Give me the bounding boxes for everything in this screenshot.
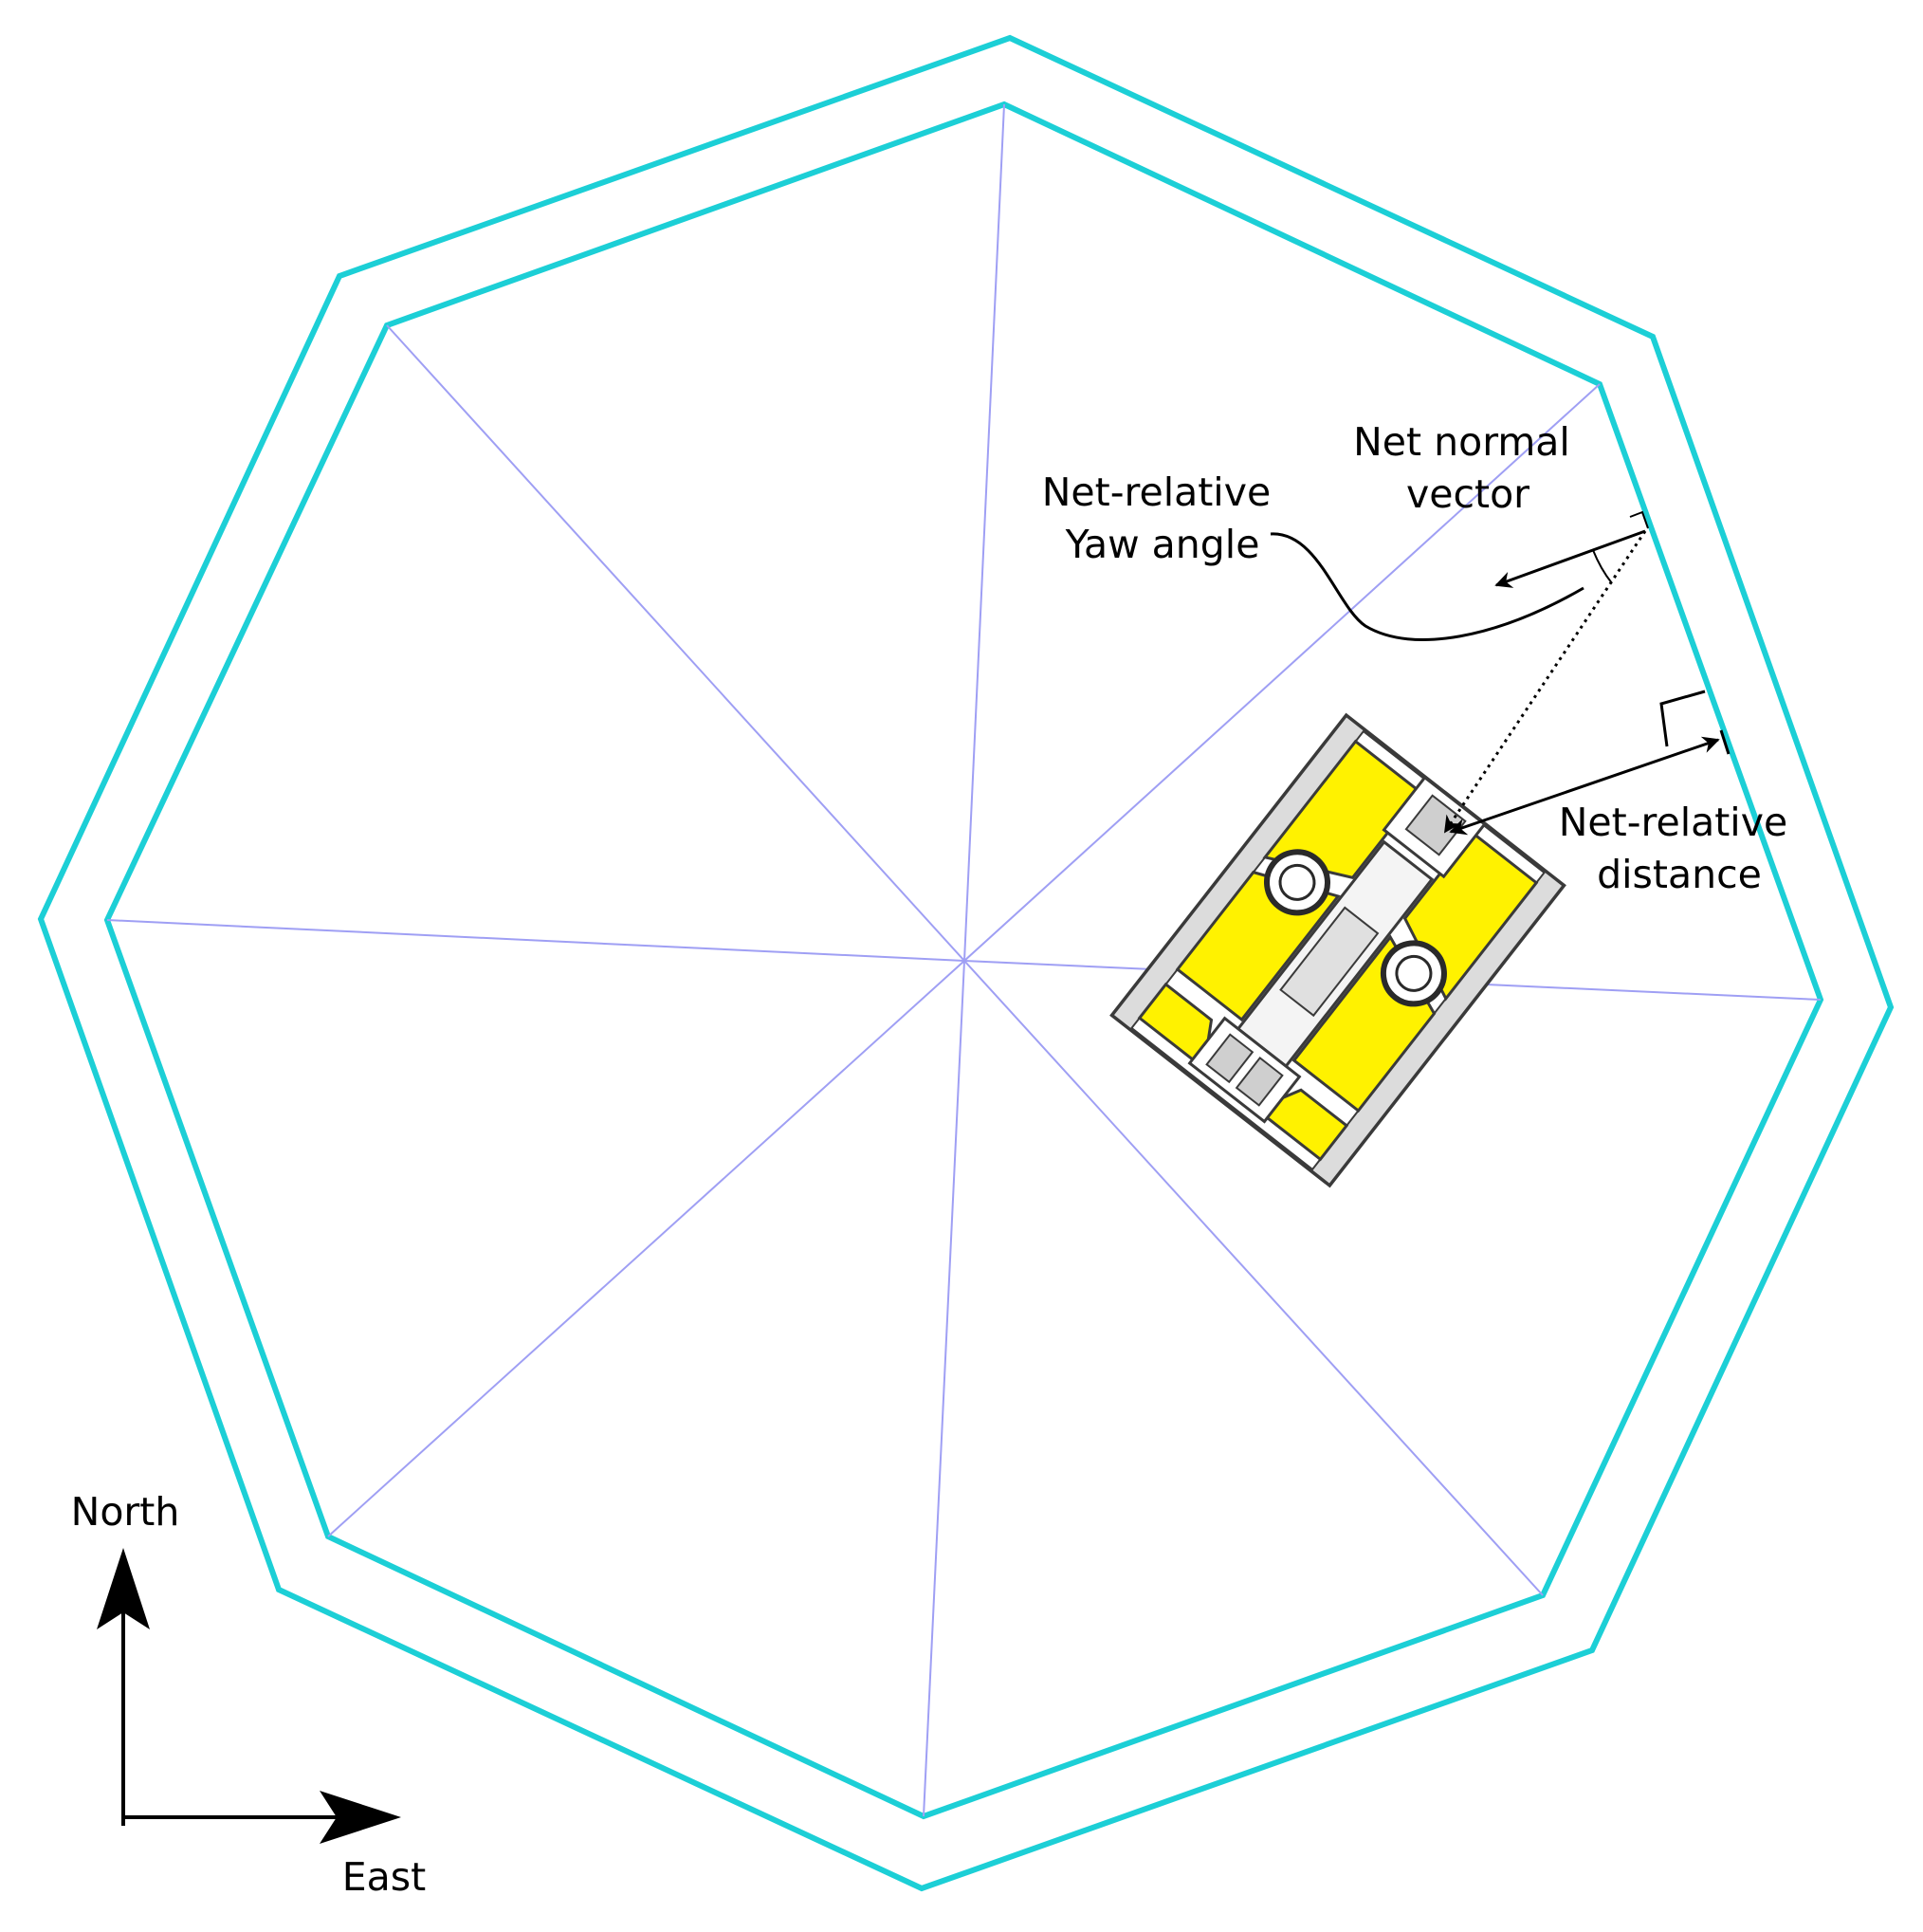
net-relative-distance-line-1: Net-relative: [1559, 800, 1787, 845]
net-relative-distance-annotation: [1449, 690, 1731, 836]
net-relative-distance-line-2: distance: [1597, 852, 1762, 897]
net-normal-vector-annotation: [1270, 510, 1649, 834]
net-relative-yaw-line-2: Yaw angle: [1065, 522, 1260, 567]
net-relative-yaw-line-1: Net-relative: [1042, 469, 1271, 515]
rov-topview-icon: [1109, 712, 1566, 1188]
compass-east-label: East: [342, 1854, 426, 1900]
outer-net-octagon: [37, 34, 1895, 1892]
compass-arrows-icon: [97, 1548, 401, 1844]
radial-lines: [106, 103, 1822, 1817]
net-relative-yaw-label: Net-relative Yaw angle: [1042, 469, 1283, 567]
north-arrowhead: [97, 1548, 150, 1629]
east-arrowhead: [320, 1791, 401, 1844]
net-relative-distance-label: Net-relative distance: [1559, 800, 1800, 897]
net-normal-vector-line-1: Net normal: [1353, 419, 1570, 465]
net-normal-vector-line-2: vector: [1406, 471, 1529, 517]
net-normal-vector-label: Net normal vector: [1353, 419, 1583, 517]
compass-north-label: North: [71, 1489, 180, 1535]
